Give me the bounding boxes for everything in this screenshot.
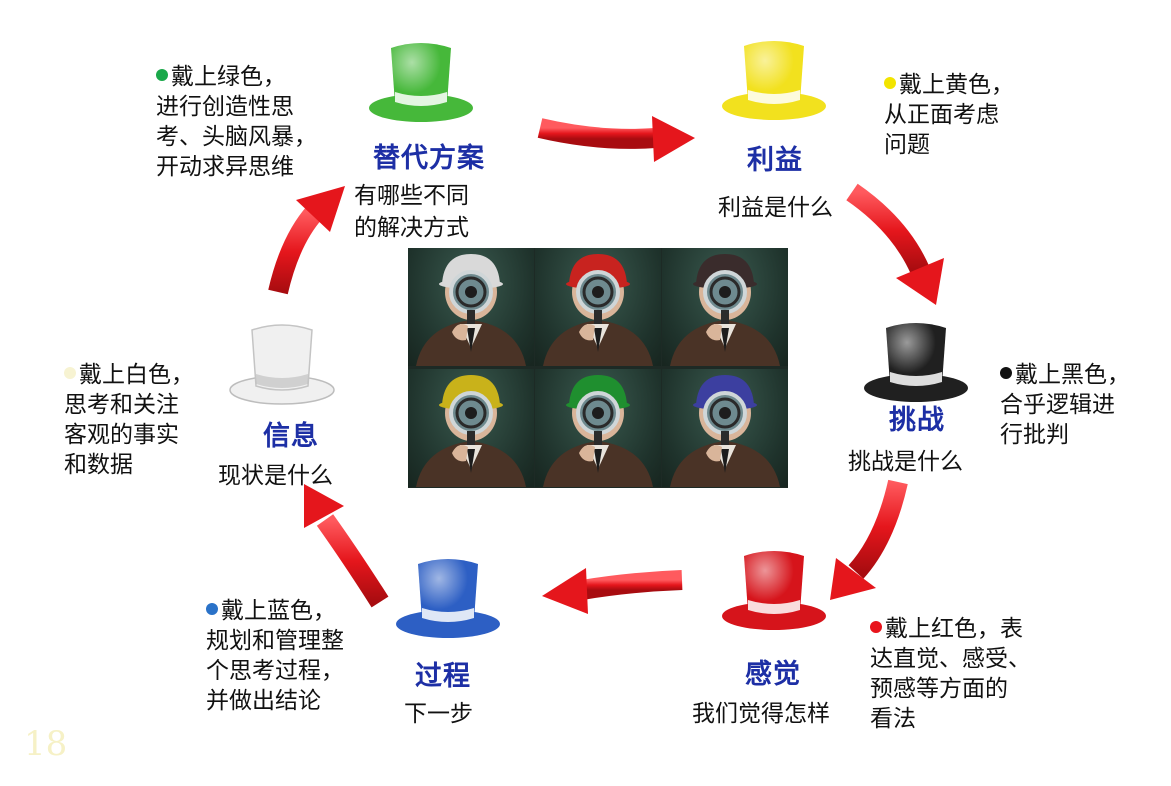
green-caption: 有哪些不同 的解决方式 (354, 183, 469, 241)
arrow-blue-to-white (304, 484, 389, 608)
green-description: 戴上绿色， 进行创造性思 考、头脑风暴， 开动求异思维 (156, 64, 317, 180)
photo-figure (662, 369, 788, 487)
six-hats-photo (408, 248, 788, 488)
arrow-black-to-red (830, 479, 908, 600)
red-bullet-icon (870, 621, 882, 633)
photo-figure (662, 248, 788, 366)
black-title: 挑战 (889, 405, 945, 436)
red-caption: 我们觉得怎样 (692, 701, 830, 727)
white-description: 戴上白色， 思考和关注 客观的事实 和数据 (64, 362, 194, 478)
white-caption: 现状是什么 (218, 463, 333, 489)
yellow-bullet-icon (884, 77, 896, 89)
yellow-hat-icon (722, 41, 826, 120)
yellow-caption: 利益是什么 (718, 195, 833, 221)
blue-caption: 下一步 (404, 701, 473, 727)
green-title: 替代方案 (373, 143, 485, 174)
arrow-white-to-green (268, 186, 345, 295)
white-title: 信息 (263, 421, 319, 452)
black-caption: 挑战是什么 (848, 449, 963, 475)
blue-title: 过程 (415, 661, 471, 692)
yellow-description: 戴上黄色， 从正面考虑 问题 (884, 72, 1014, 158)
blue-bullet-icon (206, 603, 218, 615)
yellow-title: 利益 (747, 145, 803, 176)
white-hat-icon (229, 324, 335, 405)
arrow-yellow-to-black (846, 183, 944, 305)
photo-figure (408, 248, 534, 366)
page-number-watermark: 18 (24, 724, 68, 764)
photo-figure (408, 369, 534, 487)
arrow-green-to-yellow (537, 116, 695, 162)
blue-description: 戴上蓝色， 规划和管理整 个思考过程， 并做出结论 (206, 598, 344, 714)
white-bullet-icon (64, 367, 76, 379)
black-description: 戴上黑色， 合乎逻辑进 行批判 (1000, 362, 1130, 448)
photo-figure (535, 369, 661, 487)
green-bullet-icon (156, 69, 168, 81)
arrow-red-to-blue (542, 568, 683, 614)
green-hat-icon (369, 43, 473, 122)
red-hat-icon (722, 551, 826, 630)
red-description: 戴上红色，表 达直觉、感受、 预感等方面的 看法 (870, 616, 1031, 732)
black-bullet-icon (1000, 367, 1012, 379)
red-title: 感觉 (745, 659, 801, 690)
photo-figure (535, 248, 661, 366)
black-hat-icon (864, 323, 968, 402)
blue-hat-icon (396, 559, 500, 638)
